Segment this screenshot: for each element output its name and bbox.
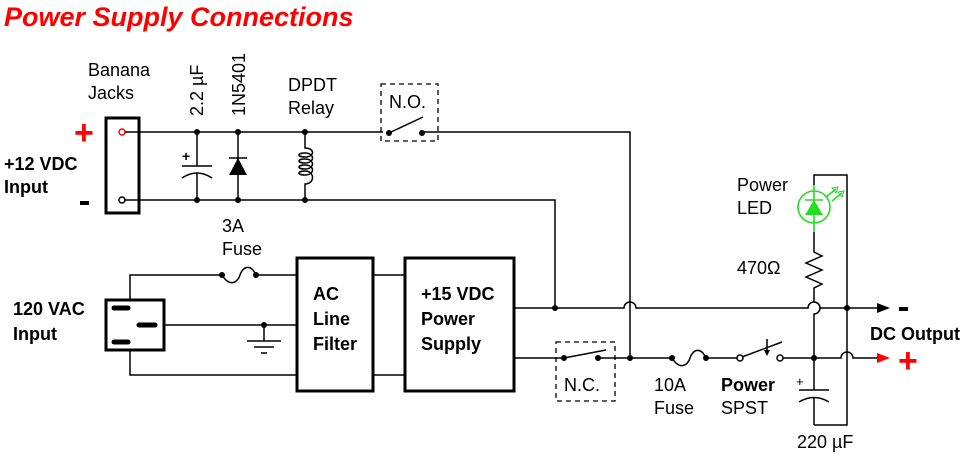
fuse-10a (669, 349, 709, 367)
dc-output-label: DC Output (870, 324, 960, 344)
fuse-3a-label-1: 3A (222, 216, 244, 236)
relay-coil (298, 129, 314, 203)
line-filter-label-1: AC (313, 284, 339, 304)
ac-hot-wire (129, 274, 220, 300)
cap-polarity-plus: + (182, 148, 190, 164)
led-label-2: LED (737, 198, 772, 218)
ac-input-section: 3A Fuse 120 VAC Input AC Line Filter (13, 216, 516, 393)
ground-symbol (247, 322, 281, 354)
dc-output-positive-rail (783, 351, 877, 359)
led-label-1: Power (737, 175, 788, 195)
normally-closed-contact-box (555, 341, 616, 402)
dc-input-negative-rail (125, 199, 556, 308)
dc-input-plus-sign: + (74, 114, 94, 152)
capacitor-2-2uf: + (181, 129, 213, 203)
led-return-loop (813, 174, 848, 426)
cap-220uf-polarity-plus: + (796, 374, 804, 389)
junction-dot (552, 305, 558, 311)
power-led-icon (797, 185, 845, 232)
relay-label-2: Relay (288, 98, 334, 118)
diode-label: 1N5401 (229, 53, 249, 116)
ac-neutral-wire (129, 350, 297, 376)
power-supply-15vdc (403, 256, 516, 393)
normally-open-contact-box (380, 83, 439, 142)
dc-input-section: Banana Jacks + +12 VDC Input 2.2 µF + 1N… (4, 53, 631, 355)
banana-jacks (104, 116, 141, 215)
resistor-470-ohm (804, 248, 824, 302)
power-switch-label-2: SPST (721, 398, 768, 418)
power-supply-label-1: +15 VDC (421, 284, 495, 304)
diagram-title: Power Supply Connections (4, 2, 354, 32)
relay-output-wire (422, 131, 631, 355)
fuse-10a-label-2: Fuse (654, 398, 694, 418)
fuse-3a (219, 266, 259, 284)
dc-output-minus-sign (899, 307, 908, 311)
resistor-label: 470Ω (737, 258, 781, 278)
junction-dot (627, 355, 633, 361)
dc-input-minus-sign (80, 201, 89, 205)
banana-jacks-label-2: Jacks (88, 83, 134, 103)
banana-jacks-label-1: Banana (88, 60, 151, 80)
cap-220uf-label: 220 µF (797, 432, 853, 452)
dc-output-section: N.C. 10A Fuse Power SPST + DC Output Pow… (514, 174, 960, 452)
dc-output-plus-sign: + (898, 342, 918, 380)
resistor-to-rail-wire (813, 301, 821, 358)
diode-1n5401 (229, 129, 247, 203)
normally-closed-label: N.C. (564, 375, 600, 395)
normally-open-label: N.O. (389, 92, 426, 112)
positive-jack (118, 128, 126, 136)
capacitor-220uf (798, 358, 830, 425)
line-filter-label-2: Line (313, 309, 350, 329)
dc-output-negative-rail (514, 301, 877, 309)
normally-open-switch (386, 116, 425, 136)
ac-input-label-1: 120 VAC (13, 299, 85, 319)
ac-line-filter (295, 256, 375, 393)
power-switch-label-1: Power (721, 375, 775, 395)
junction-dot (844, 305, 850, 311)
dc-input-label-2: Input (4, 177, 48, 197)
cap-2-2uf-label: 2.2 µF (187, 65, 207, 116)
negative-output-arrow (877, 303, 890, 313)
dc-input-label-1: +12 VDC (4, 154, 78, 174)
fuse-3a-label-2: Fuse (222, 239, 262, 259)
ac-input-label-2: Input (13, 324, 57, 344)
fuse-10a-label-1: 10A (654, 375, 686, 395)
power-spst-switch[interactable] (736, 339, 784, 362)
positive-output-arrow (877, 353, 890, 363)
relay-label-1: DPDT (288, 75, 337, 95)
power-supply-label-3: Supply (421, 334, 481, 354)
negative-jack (118, 196, 126, 204)
normally-closed-switch (561, 349, 607, 361)
power-supply-label-2: Power (421, 309, 475, 329)
line-filter-label-3: Filter (313, 334, 357, 354)
